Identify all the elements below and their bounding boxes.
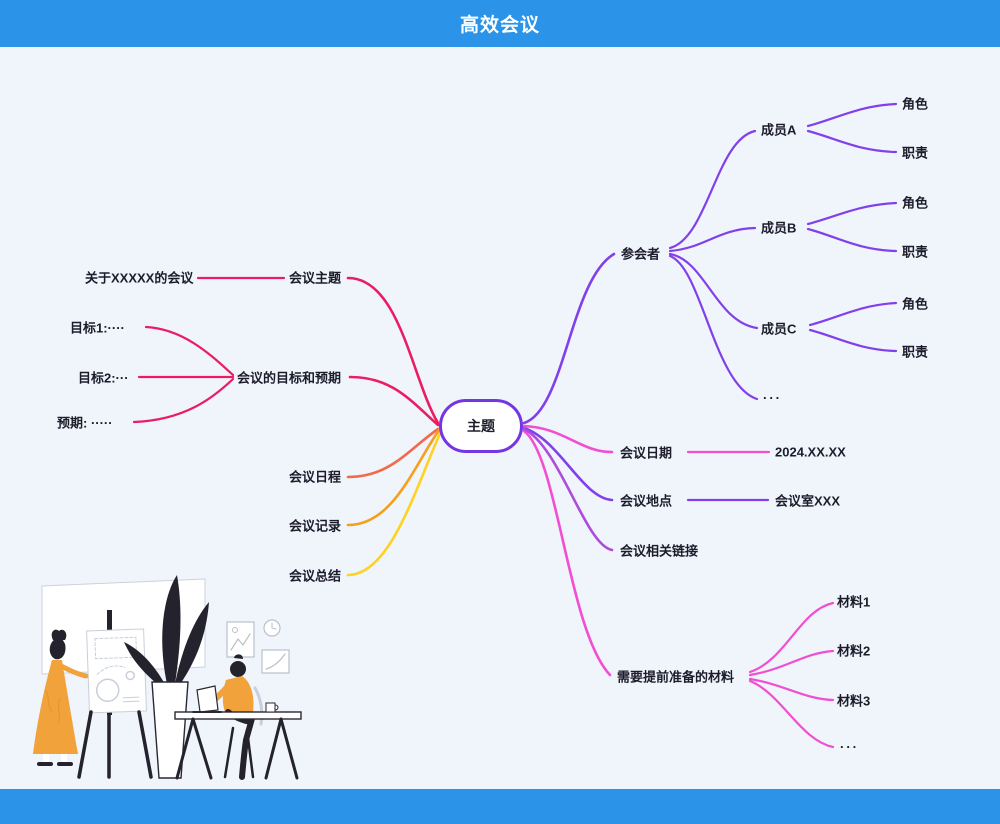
node-member-b[interactable]: 成员B — [761, 220, 797, 236]
header-bar: 高效会议 — [0, 0, 1000, 47]
sitting-person — [207, 654, 264, 780]
node-member-c-duty[interactable]: 职责 — [902, 344, 929, 360]
picture-frame-icon — [226, 621, 255, 658]
node-summary[interactable]: 会议总结 — [289, 568, 342, 584]
node-date[interactable]: 会议日期 — [620, 445, 673, 461]
laptop-icon — [192, 685, 222, 713]
clock-icon — [263, 619, 281, 637]
node-expectation[interactable]: 预期: ····· — [57, 415, 113, 431]
node-date-value[interactable]: 2024.XX.XX — [775, 444, 846, 460]
node-materials-more[interactable]: ··· — [840, 739, 859, 755]
chart-frame-icon — [261, 649, 290, 674]
node-member-b-duty[interactable]: 职责 — [902, 244, 929, 260]
standing-person — [33, 629, 89, 766]
node-links[interactable]: 会议相关链接 — [620, 543, 699, 559]
node-goal-1[interactable]: 目标1:···· — [70, 320, 125, 336]
mug-icon — [265, 702, 279, 713]
node-member-a-role[interactable]: 角色 — [902, 96, 929, 112]
node-materials[interactable]: 需要提前准备的材料 — [617, 669, 735, 685]
node-member-c-role[interactable]: 角色 — [902, 296, 929, 312]
node-minutes[interactable]: 会议记录 — [289, 518, 342, 534]
node-location-value[interactable]: 会议室XXX — [775, 493, 841, 509]
node-material-3[interactable]: 材料3 — [837, 693, 871, 709]
plant — [124, 575, 209, 779]
node-location[interactable]: 会议地点 — [620, 493, 673, 509]
node-members-more[interactable]: ··· — [763, 390, 782, 406]
node-material-1[interactable]: 材料1 — [837, 594, 871, 610]
node-participants[interactable]: 参会者 — [621, 246, 661, 262]
footer-bar — [0, 789, 1000, 824]
node-goal-2[interactable]: 目标2:··· — [78, 370, 129, 386]
node-topic-detail[interactable]: 关于XXXXX的会议 — [85, 270, 194, 286]
node-member-a-duty[interactable]: 职责 — [902, 145, 929, 161]
node-member-a[interactable]: 成员A — [761, 122, 797, 138]
node-member-b-role[interactable]: 角色 — [902, 195, 929, 211]
root-node[interactable]: 主题 — [439, 399, 523, 453]
node-goals[interactable]: 会议的目标和预期 — [237, 370, 342, 386]
node-agenda[interactable]: 会议日程 — [289, 469, 342, 485]
node-meeting-topic[interactable]: 会议主题 — [289, 270, 342, 286]
flipchart — [86, 628, 147, 714]
node-material-2[interactable]: 材料2 — [837, 643, 871, 659]
page-title: 高效会议 — [459, 15, 540, 36]
teamwork-illustration — [33, 575, 302, 780]
node-member-c[interactable]: 成员C — [761, 321, 797, 337]
